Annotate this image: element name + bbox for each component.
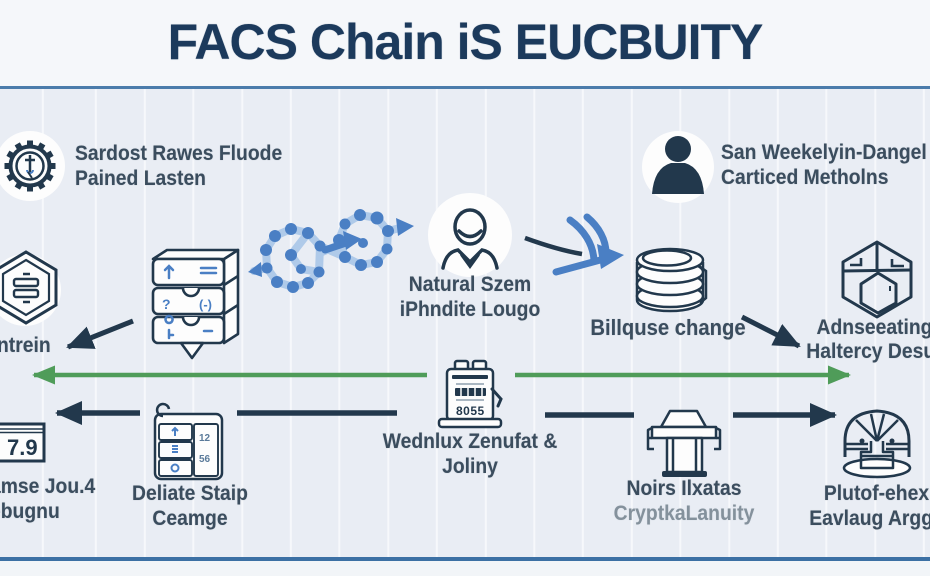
gear-label: Sardost Rawes Fluode Pained Lasten	[75, 142, 283, 190]
clipboard-icon: 12 56	[153, 402, 224, 481]
dome-label: Plutof-ehex Eavlaug Argge	[809, 482, 930, 530]
chain-network-icon	[248, 209, 414, 293]
blocks-stack-icon: ? (-)	[151, 248, 240, 360]
machine-label: Wednlux Zenufat & Joliny	[382, 430, 558, 478]
diagram-title: FACS Chain iS EUCBUITY	[167, 14, 764, 70]
person-solid-label: San Weekelyin-Dangel Carticed Metholns	[721, 141, 927, 189]
clipboard-cell-1: 12	[199, 433, 211, 444]
coil-label: Billquse change	[590, 315, 746, 340]
score-value: 7.9	[7, 435, 38, 460]
hexagon-coin-icon	[0, 250, 61, 326]
gear-icon	[0, 131, 65, 201]
person-outline-icon	[428, 193, 512, 277]
press-icon	[646, 409, 722, 477]
hexagon-label: ntrein	[0, 334, 51, 357]
arrow-blocks-to-hexagon	[66, 318, 134, 350]
block-glyph-question: ?	[162, 296, 171, 312]
clipboard-label: Deliate Staip Ceamge	[132, 482, 248, 530]
score-label: amse Jou.4 ebugnu	[0, 475, 96, 523]
dome-icon	[842, 409, 912, 479]
block-glyph-minus: (-)	[199, 297, 212, 312]
clipboard-cell-2: 56	[199, 454, 211, 465]
hex-prism-label: Adnseeating Haltercy Desur	[806, 316, 930, 363]
machine-display: 8055	[456, 404, 485, 418]
score-box-icon: 7.9	[0, 422, 46, 463]
bottom-rule	[0, 557, 930, 561]
press-label: Noirs Ilxatas CryptkaLanuity	[613, 477, 755, 525]
hex-prism-icon	[841, 240, 913, 319]
top-rule	[0, 86, 930, 89]
person-outline-label: Natural Szem iPhndite Lougo	[399, 273, 541, 321]
coil-icon	[635, 247, 708, 313]
bottom-band	[0, 561, 930, 576]
person-solid-icon	[642, 131, 714, 203]
machine-icon: 8055	[437, 359, 503, 429]
arrow-person-to-coil	[524, 213, 624, 276]
title-band	[0, 0, 930, 86]
arrow-coil-to-hex-prism	[740, 314, 801, 349]
